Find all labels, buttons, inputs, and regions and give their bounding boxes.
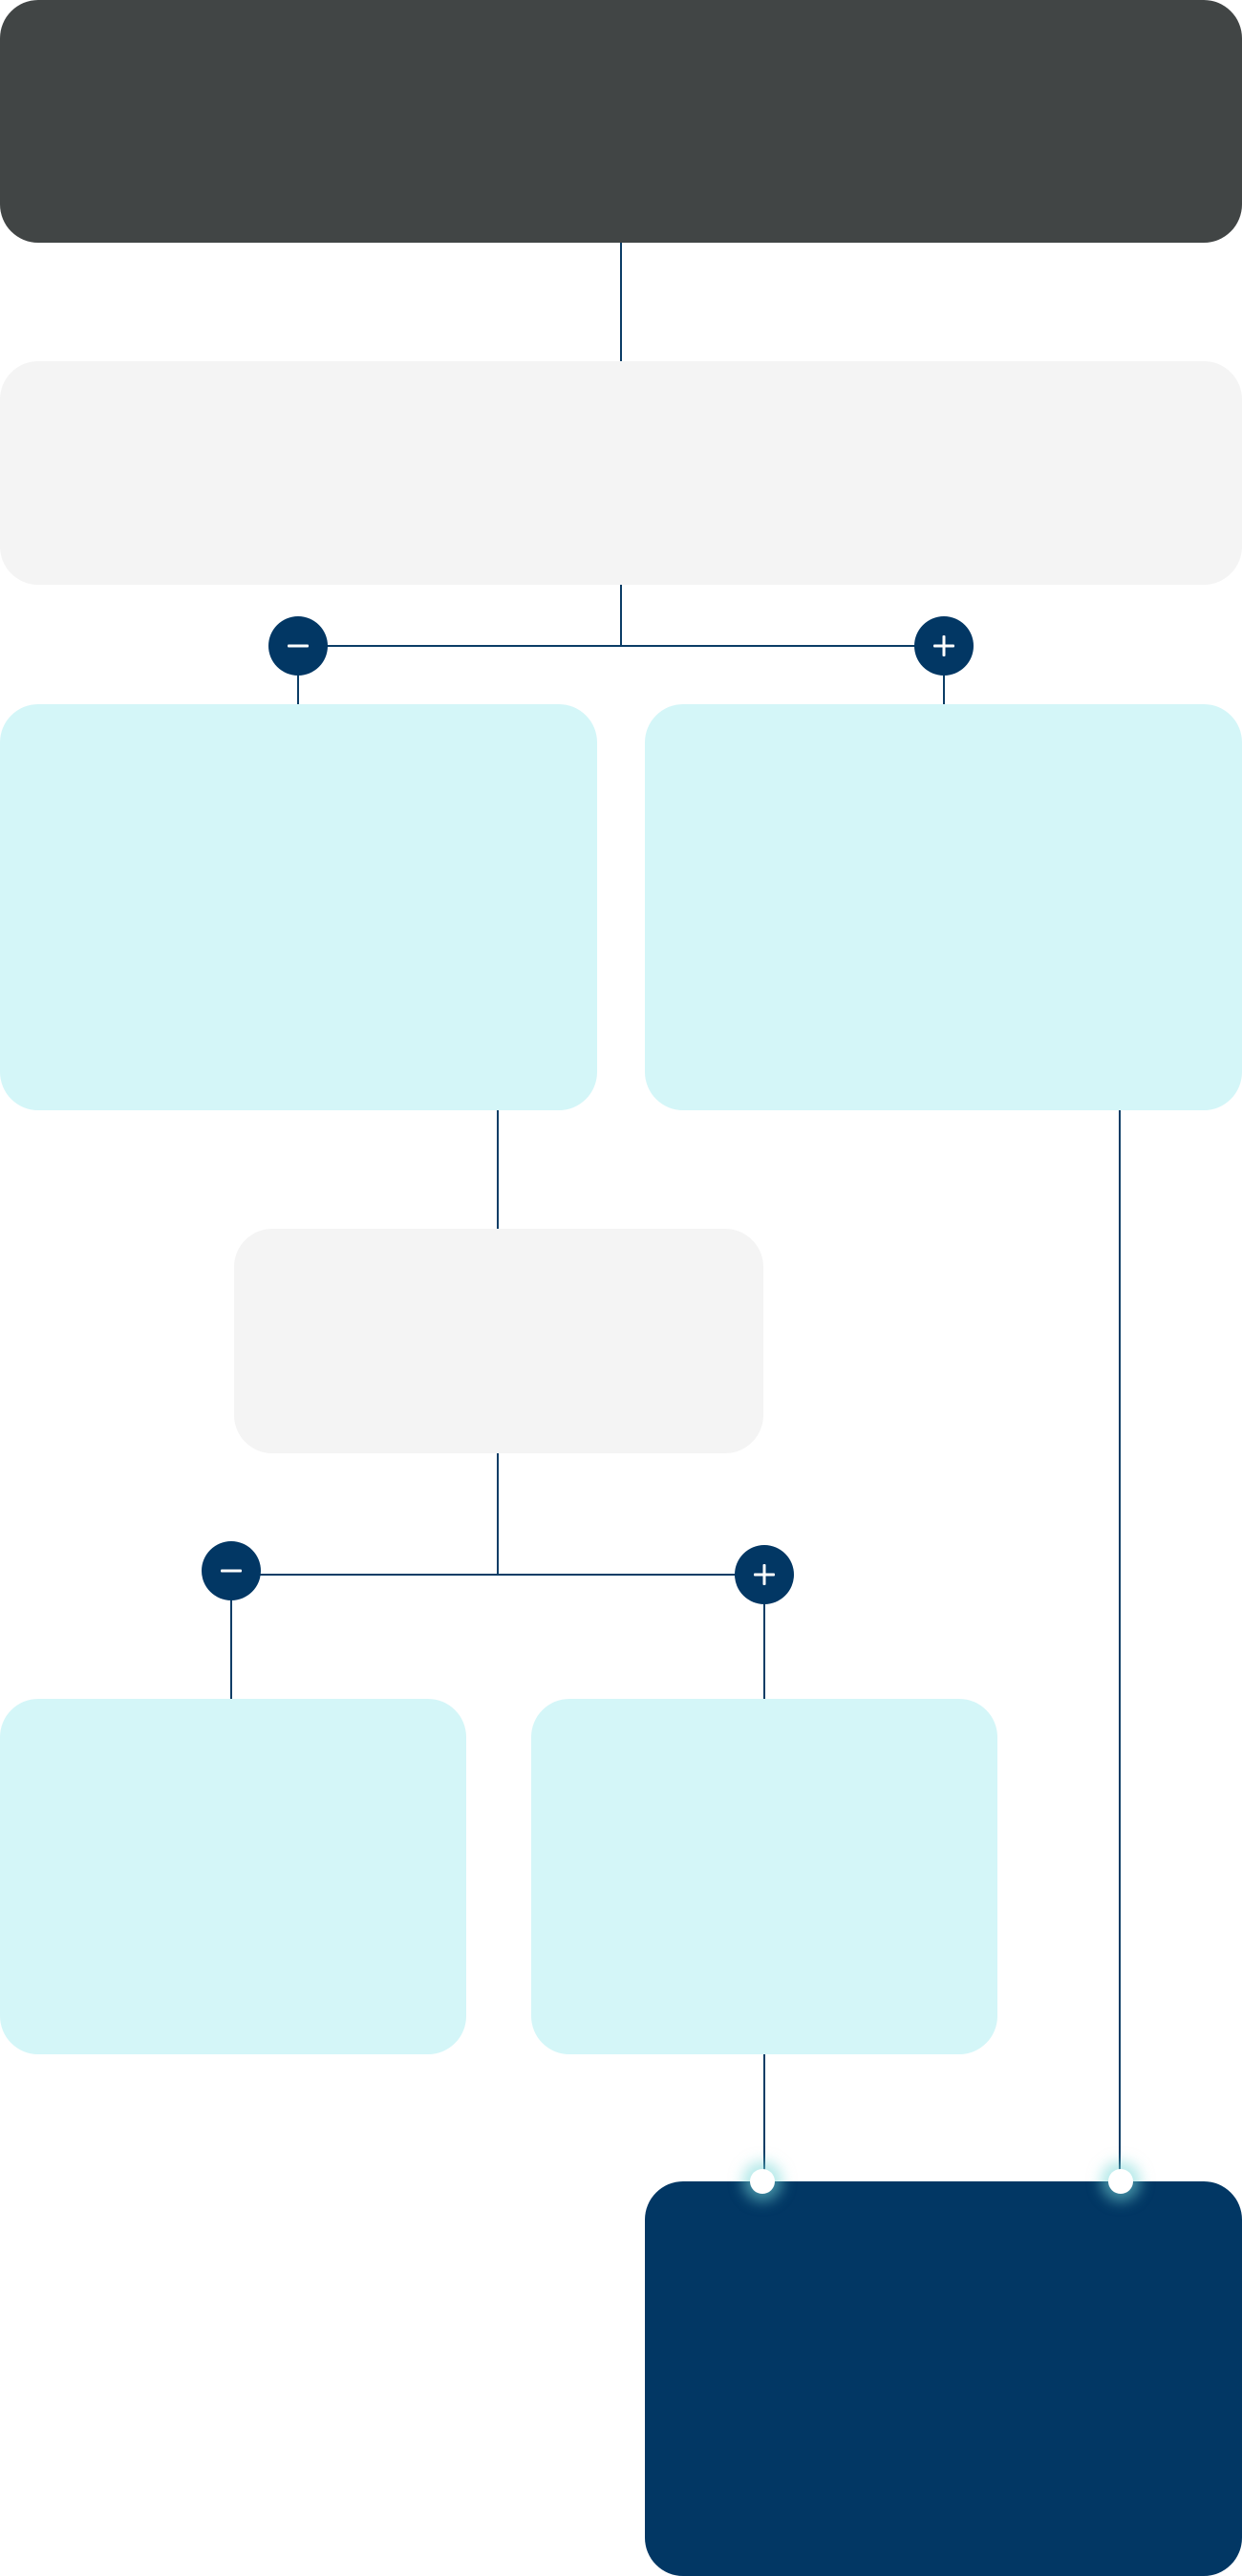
minus-icon[interactable] bbox=[202, 1541, 261, 1600]
branch-2-yes-node[interactable] bbox=[531, 1699, 997, 2054]
branch-1-yes-node[interactable] bbox=[645, 704, 1242, 1110]
root-node[interactable] bbox=[0, 0, 1242, 243]
decision-node-2[interactable] bbox=[234, 1229, 763, 1453]
connector-to-branch-1-no bbox=[297, 646, 299, 705]
connector-decision-2-split bbox=[231, 1574, 764, 1576]
plus-icon[interactable] bbox=[735, 1545, 794, 1604]
decision-node-1[interactable] bbox=[0, 361, 1242, 585]
terminal-input-port[interactable] bbox=[750, 2169, 775, 2194]
connector-decision-2-stem bbox=[497, 1452, 499, 1575]
connector-branch-2-yes-to-terminal bbox=[763, 2052, 765, 2181]
branch-2-no-node[interactable] bbox=[0, 1699, 466, 2054]
connector-to-branch-1-yes bbox=[943, 646, 945, 705]
connector-branch-1-no-to-decision-2 bbox=[497, 1108, 499, 1231]
plus-icon[interactable] bbox=[914, 616, 974, 676]
minus-icon[interactable] bbox=[268, 616, 328, 676]
connector-decision-1-split bbox=[298, 645, 944, 647]
connector-to-branch-2-yes bbox=[763, 1575, 765, 1700]
connector-root-to-decision-1 bbox=[620, 241, 622, 363]
branch-1-no-node[interactable] bbox=[0, 704, 597, 1110]
terminal-input-port[interactable] bbox=[1108, 2169, 1133, 2194]
connector-to-branch-2-no bbox=[230, 1572, 232, 1700]
connector-branch-1-yes-to-terminal bbox=[1119, 1108, 1121, 2181]
terminal-node[interactable] bbox=[645, 2181, 1242, 2576]
connector-decision-1-stem bbox=[620, 583, 622, 647]
